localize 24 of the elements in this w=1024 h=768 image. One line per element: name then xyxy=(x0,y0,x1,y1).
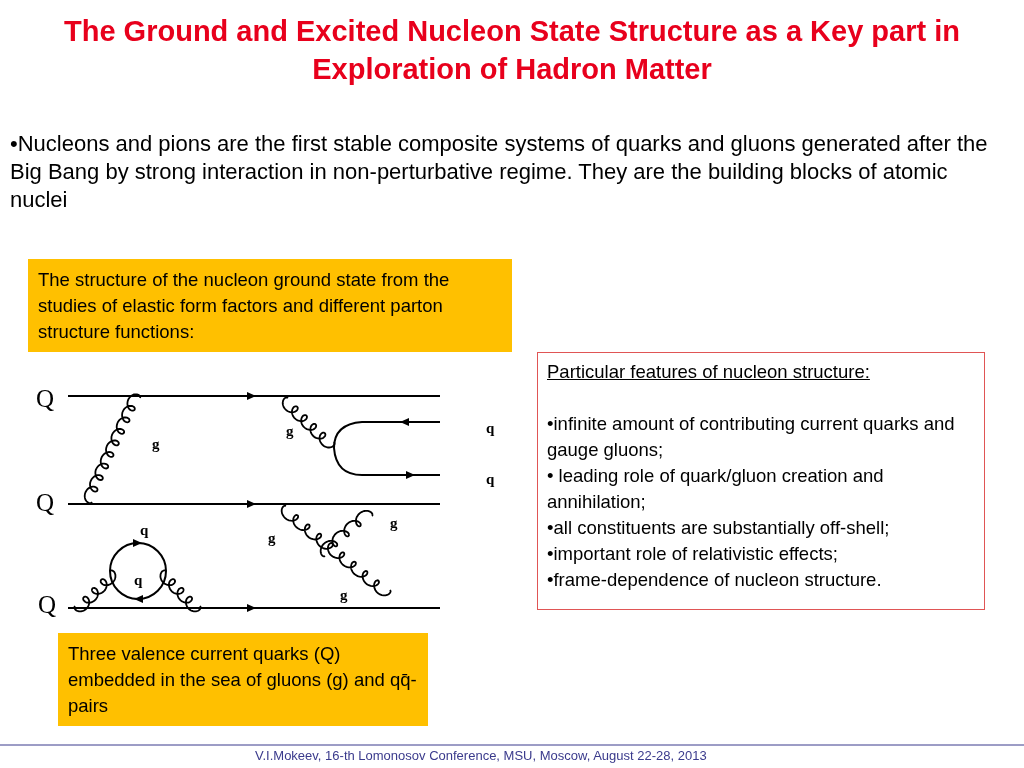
diagram-label: Q xyxy=(36,490,55,516)
footer-text: V.I.Mokeev, 16-th Lomonosov Conference, MSU, Moscow, August 22-28, 2013 xyxy=(255,748,707,763)
diagram-label: q xyxy=(486,420,495,436)
diagram-label: g xyxy=(286,423,294,439)
highlight-box: The structure of the nucleon ground state from the studies of elastic form factors and different parton structure functions: xyxy=(28,259,512,352)
diagram-label: g xyxy=(340,587,348,603)
bullet-item: • leading role of quark/gluon creation and annihilation; xyxy=(547,464,885,514)
diagram-label: q xyxy=(134,572,143,588)
bullet-item: •all constituents are substantially off-shell; xyxy=(547,516,891,540)
highlight-box: Three valence current quarks (Q) embedded in the sea of gluons (g) and qq̄-pairs xyxy=(58,633,428,726)
bullet-text: •Nucleons and pions are the first stable composite systems of quarks and gluons generated after the Big Bang by strong interaction in non-perturbative regime. They are the building blocks of atomic nuclei xyxy=(10,130,989,214)
slide-title: The Ground and Excited Nucleon State Structure as a Key part in Exploration of Hadron Matter xyxy=(63,14,961,87)
text-panel xyxy=(537,352,985,610)
panel-heading: Particular features of nucleon structure: xyxy=(547,360,871,384)
diagram-label: q xyxy=(140,522,149,538)
diagram-label: g xyxy=(268,530,276,546)
bullet-item: •important role of relativistic effects; xyxy=(547,542,839,566)
diagram-label: Q xyxy=(38,592,57,618)
diagram-label: Q xyxy=(36,386,55,412)
diagram-label: g xyxy=(390,515,398,531)
bullet-item: •frame-dependence of nucleon structure. xyxy=(547,568,883,592)
bullet-item: •infinite amount of contributing current quarks and gauge gluons; xyxy=(547,412,956,462)
diagram-label: q xyxy=(486,471,495,487)
diagram-label: g xyxy=(152,436,160,452)
